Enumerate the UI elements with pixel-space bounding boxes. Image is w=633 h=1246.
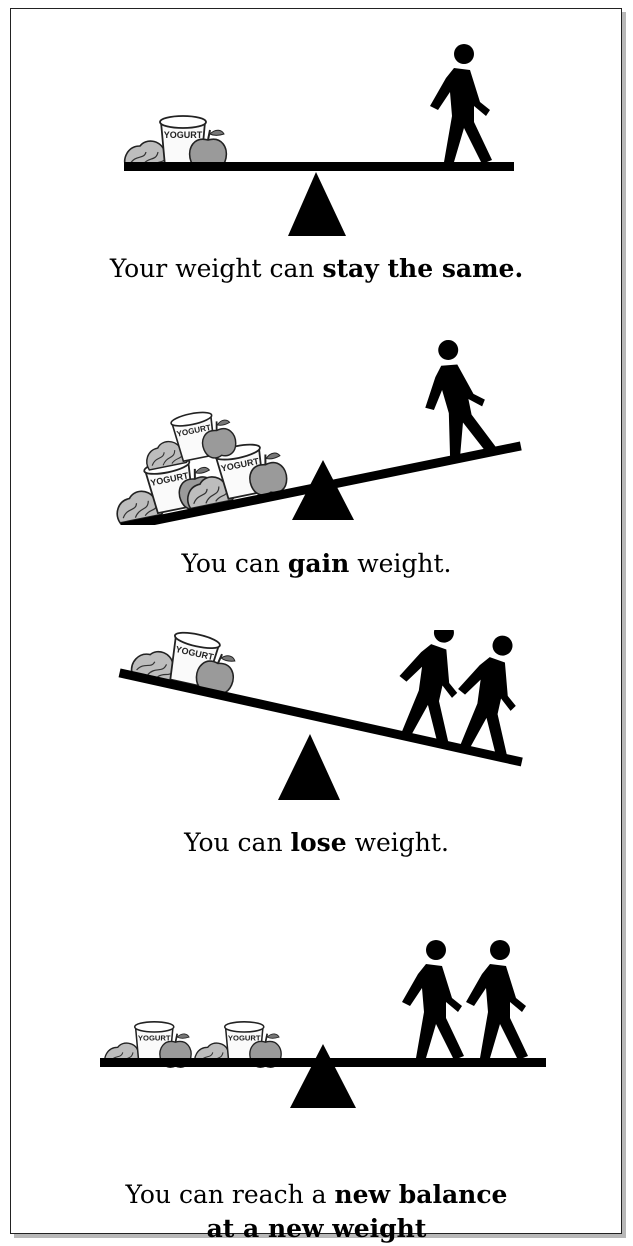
fulcrum-triangle-icon: [290, 1044, 356, 1108]
seesaw-illustration-2: [0, 310, 633, 525]
walking-person-icon: [466, 940, 528, 1060]
walking-person-icon: [446, 630, 533, 759]
walking-person-icon: [402, 940, 464, 1060]
seesaw-plank: [124, 162, 514, 171]
panel-stay-same: Your weight can stay the same.: [0, 0, 633, 300]
seesaw-illustration-1: [0, 0, 633, 240]
panel-gain: You can gain weight.: [0, 310, 633, 590]
caption-lose: You can lose weight.: [0, 826, 633, 860]
food-group: [125, 116, 227, 170]
seesaw-illustration-4: [0, 880, 633, 1110]
walking-person-icon: [413, 335, 498, 465]
seesaw-illustration-3: [0, 630, 633, 805]
fulcrum-triangle-icon: [288, 172, 346, 236]
caption-gain: You can gain weight.: [0, 547, 633, 581]
panel-lose: You can lose weight.: [0, 630, 633, 880]
seesaw-plank: [119, 668, 523, 766]
walking-person-icon: [430, 44, 492, 164]
panel-new-balance: You can reach a new balance at a new wei…: [0, 880, 633, 1220]
fulcrum-triangle-icon: [278, 734, 340, 800]
caption-new-balance: You can reach a new balance at a new wei…: [0, 1178, 633, 1246]
caption-stay-same: Your weight can stay the same.: [0, 252, 633, 286]
